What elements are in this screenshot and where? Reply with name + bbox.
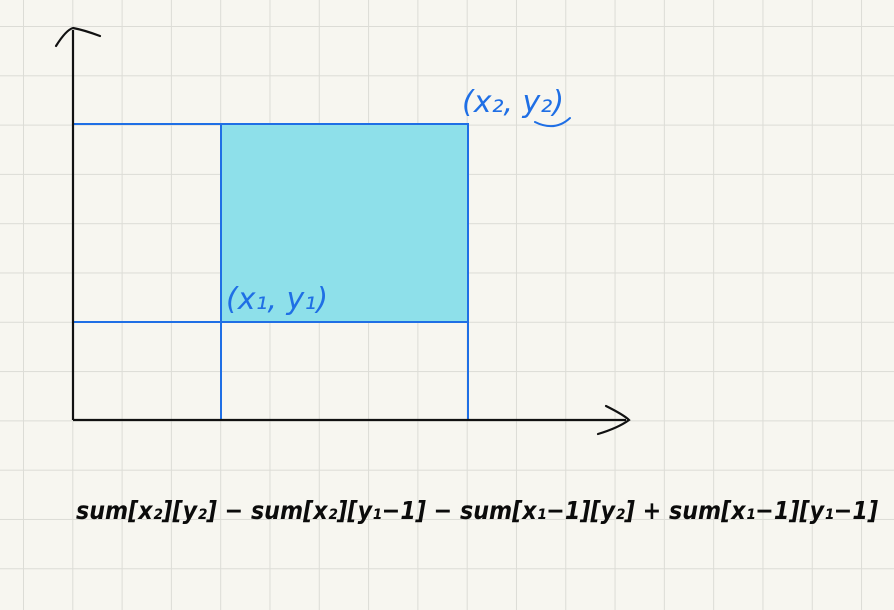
y-axis-arrow-icon — [54, 26, 102, 48]
point-bottom-left-label: (x₁, y₁) — [226, 282, 328, 317]
highlighted-rectangle — [220, 123, 469, 323]
formula-text: sum[x₂][y₂] − sum[x₂][y₁−1] − sum[x₁−1][… — [76, 496, 879, 525]
x-axis-arrow-icon — [596, 404, 631, 436]
point-top-right-underline — [534, 117, 571, 128]
point-top-right-label: (x₂, y₂) — [462, 85, 564, 120]
